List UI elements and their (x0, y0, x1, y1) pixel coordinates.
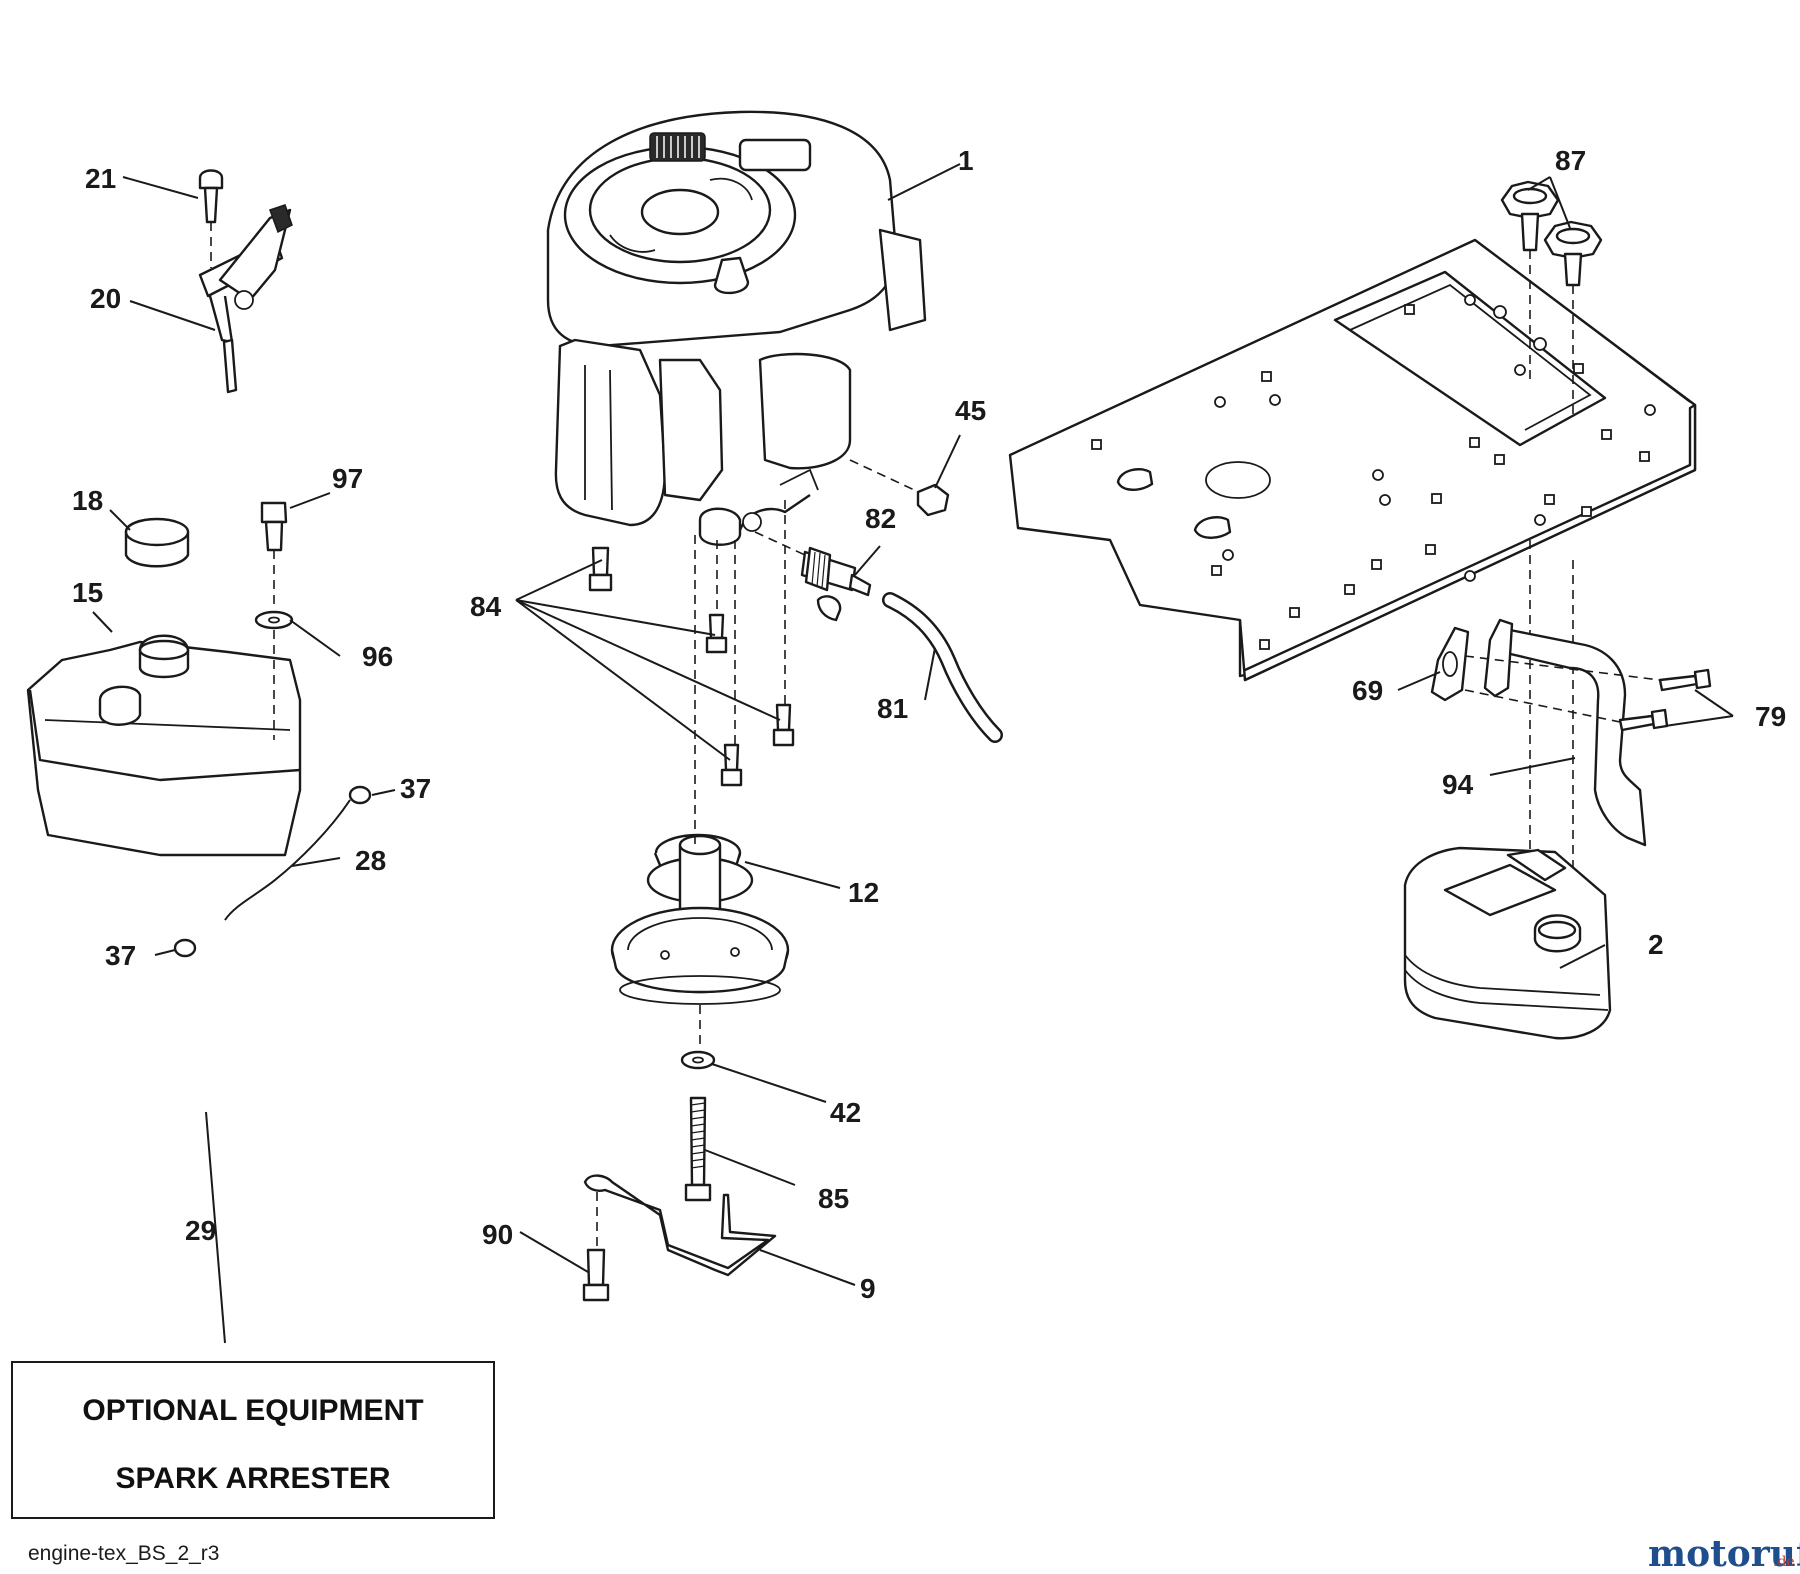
callout-21: 21 (85, 163, 116, 194)
pulley-washer (680, 1050, 716, 1070)
callout-37-bottom: 37 (105, 940, 136, 971)
engine-illustration (546, 110, 927, 546)
fuel-tank (26, 634, 302, 857)
callout-1: 1 (958, 145, 974, 176)
callout-87: 87 (1555, 145, 1586, 176)
engine-mount-plate (1008, 238, 1697, 682)
callout-84: 84 (470, 591, 502, 622)
callout-94: 94 (1442, 769, 1474, 800)
callout-97: 97 (332, 463, 363, 494)
callout-69: 69 (1352, 675, 1383, 706)
fuel-filter (800, 546, 872, 622)
callout-45: 45 (955, 395, 986, 426)
callout-29: 29 (185, 1215, 216, 1246)
engine-mount-bolts (588, 546, 795, 787)
callout-90: 90 (482, 1219, 513, 1250)
bracket-bolt (582, 1248, 610, 1302)
callout-85: 85 (818, 1183, 849, 1214)
optional-equipment-label: OPTIONAL EQUIPMENT (82, 1394, 423, 1427)
leader-lines (92, 163, 1734, 1344)
callout-18: 18 (72, 485, 103, 516)
fuel-cap (124, 517, 190, 568)
exhaust-pipe (1483, 618, 1647, 847)
callout-15: 15 (72, 577, 103, 608)
watermark-suffix: .de (1773, 1554, 1795, 1570)
callout-28: 28 (355, 845, 386, 876)
fuel-hose (882, 592, 1003, 743)
callout-96: 96 (362, 641, 393, 672)
drawing-code: engine-tex_BS_2_r3 (28, 1542, 219, 1565)
watermark-logo: motoruf .de (1648, 1533, 1800, 1574)
callout-37-top: 37 (400, 773, 431, 804)
callout-9: 9 (860, 1273, 876, 1304)
watermark-text: motoruf (1648, 1533, 1800, 1574)
fuel-line (173, 785, 372, 958)
spark-arrester-label: SPARK ARRESTER (115, 1462, 390, 1495)
exhaust-bolts (1618, 668, 1712, 732)
throttle-control (198, 169, 293, 394)
callout-labels: 1 87 21 20 45 97 18 82 15 84 96 69 81 79… (72, 145, 1786, 1304)
callout-79: 79 (1755, 701, 1786, 732)
callout-12: 12 (848, 877, 879, 908)
callout-82: 82 (865, 503, 896, 534)
callout-81: 81 (877, 693, 908, 724)
exhaust-gasket (1430, 626, 1470, 702)
engine-pulley (610, 833, 790, 1005)
callout-42: 42 (830, 1097, 861, 1128)
nut (916, 483, 950, 517)
belt-guide-bracket (583, 1174, 777, 1277)
callout-20: 20 (90, 283, 121, 314)
muffler (1403, 846, 1612, 1040)
pulley-bolt (684, 1096, 712, 1202)
optional-equipment-box: OPTIONAL EQUIPMENT SPARK ARRESTER (11, 1361, 495, 1519)
mounting-knobs (1500, 180, 1603, 287)
callout-2: 2 (1648, 929, 1664, 960)
tank-bolt (254, 501, 294, 740)
